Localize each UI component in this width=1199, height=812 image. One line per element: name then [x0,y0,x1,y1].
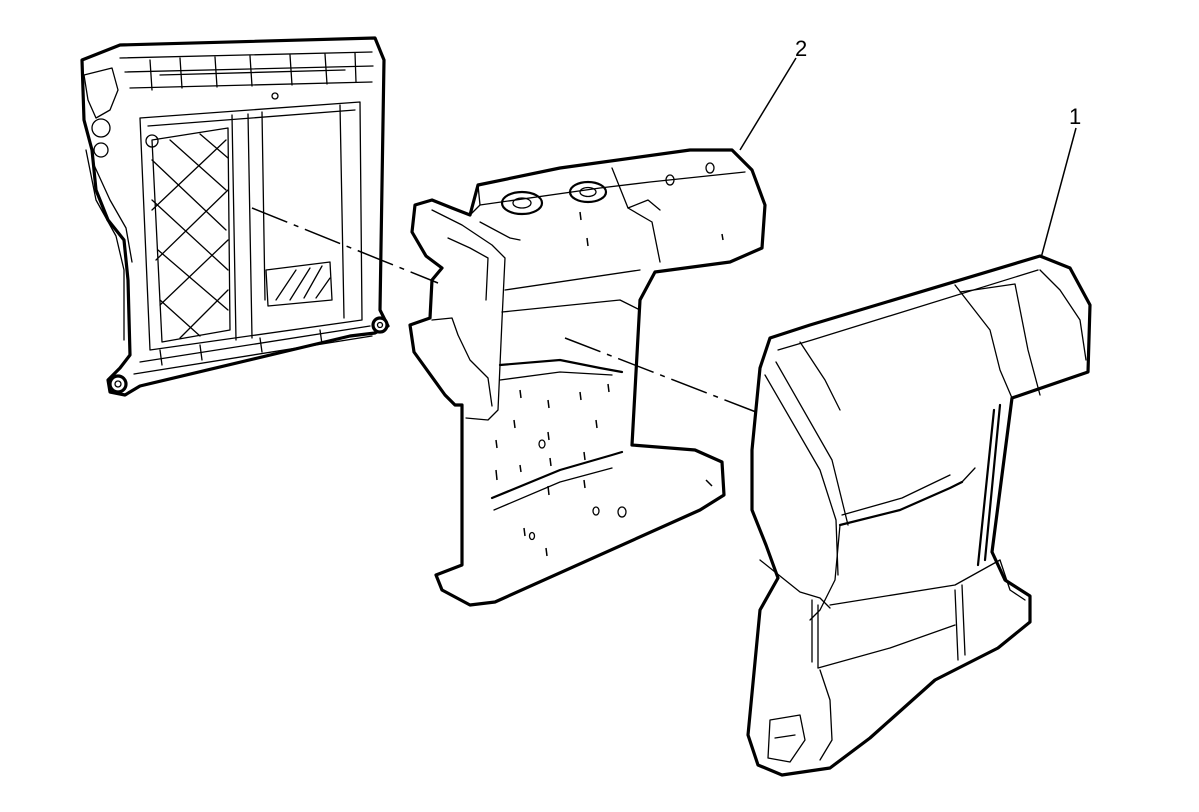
assembly-lines [251,207,757,413]
callout-1: 1 [1040,104,1081,259]
rear-trim-panel [408,148,767,607]
assembly-line-lower [564,337,757,413]
seat-back-cushion [746,254,1092,777]
cushion-outline [746,254,1092,777]
panel-slots [495,211,724,557]
panel-outline [408,148,767,607]
callout-2: 2 [739,36,807,151]
callout-label-1: 1 [1069,104,1081,129]
seat-back-frame [80,36,390,397]
frame-mesh [151,127,231,343]
leader-line-2 [739,57,797,151]
frame-outline [80,36,390,397]
callout-label-2: 2 [795,36,807,61]
assembly-line-upper [251,207,439,284]
leader-line-1 [1040,127,1077,259]
